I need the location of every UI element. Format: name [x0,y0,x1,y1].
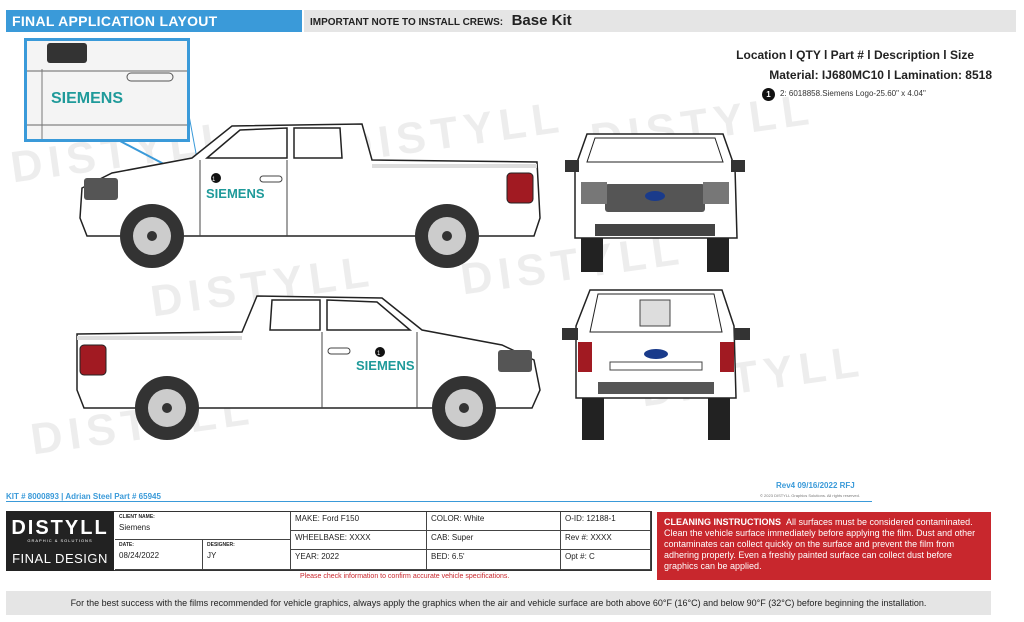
final-design-label: FINAL DESIGN [12,551,108,566]
wheelbase-cell: WHEELBASE: XXXX [291,531,427,550]
footer-note: For the best success with the films reco… [6,591,991,615]
revision-label: Rev4 09/16/2022 RFJ [776,481,855,490]
designer-cell: DESIGNER: JY [203,540,291,570]
opt-cell: Opt #: C [561,550,651,570]
zoom-inset: SIEMENS [24,38,190,142]
door-logo: SIEMENS [206,186,265,201]
title-block: CLIENT NAME: Siemens DATE: 08/24/2022 DE… [6,511,652,571]
logo-subtext: GRAPHIC & SOLUTIONS [27,538,93,543]
logo-text: DISTYLL [11,517,109,539]
date-label: DATE: [119,542,134,548]
inset-logo: SIEMENS [51,90,123,107]
year-cell: YEAR: 2022 [291,550,427,570]
date-cell: DATE: 08/24/2022 [115,540,203,570]
client-cell: CLIENT NAME: Siemens [115,512,291,540]
designer-label: DESIGNER: [207,542,235,548]
rev-cell: Rev #: XXXX [561,531,651,550]
kit-line: KIT # 8000893 | Adrian Steel Part # 6594… [6,492,161,501]
kit-name: Base Kit [511,12,572,29]
date-value: 08/24/2022 [119,551,160,560]
cleaning-body: All surfaces must be considered contamin… [664,517,976,571]
note-label: IMPORTANT NOTE TO INSTALL CREWS: [310,17,504,28]
truck-driver-side: 1 SIEMENS [79,123,541,268]
make-cell: MAKE: Ford F150 [291,512,427,531]
client-label: CLIENT NAME: [119,514,155,520]
divider [6,501,872,502]
oid-cell: O-ID: 12188-1 [561,512,651,531]
layout-title: FINAL APPLICATION LAYOUT [6,10,302,32]
designer-value: JY [207,551,217,560]
door-closeup-drawing: SIEMENS [27,43,187,139]
graphic-marker: 1 [212,177,216,183]
door-logo: SIEMENS [356,358,415,373]
cab-cell: CAB: Super [427,531,561,550]
color-cell: COLOR: White [427,512,561,531]
legend-columns: Location l QTY l Part # l Description l … [736,48,974,62]
client-value: Siemens [119,523,151,532]
material-line: Material: IJ680MC10 l Lamination: 8518 [769,68,992,82]
cleaning-instructions: CLEANING INSTRUCTIONS All surfaces must … [657,512,991,580]
distyll-logo: DISTYLL GRAPHIC & SOLUTIONS FINAL DESIGN [6,511,114,571]
copyright: © 2023 DISTYLL Graphics Solutions. All r… [760,493,860,498]
cleaning-title: CLEANING INSTRUCTIONS [664,517,781,527]
truck-rear-view [562,289,750,440]
bed-cell: BED: 6.5' [427,550,561,570]
legend-bullet: 1 [762,88,775,101]
legend-item: 2: 6018858.Siemens Logo-25.60" x 4.04" [780,89,926,98]
truck-passenger-side: 1 SIEMENS [76,295,541,440]
truck-front-view [565,133,745,272]
spec-warning: Please check information to confirm accu… [300,573,510,580]
install-note-bar: IMPORTANT NOTE TO INSTALL CREWS: Base Ki… [304,10,1016,32]
graphic-marker: 1 [377,351,381,357]
